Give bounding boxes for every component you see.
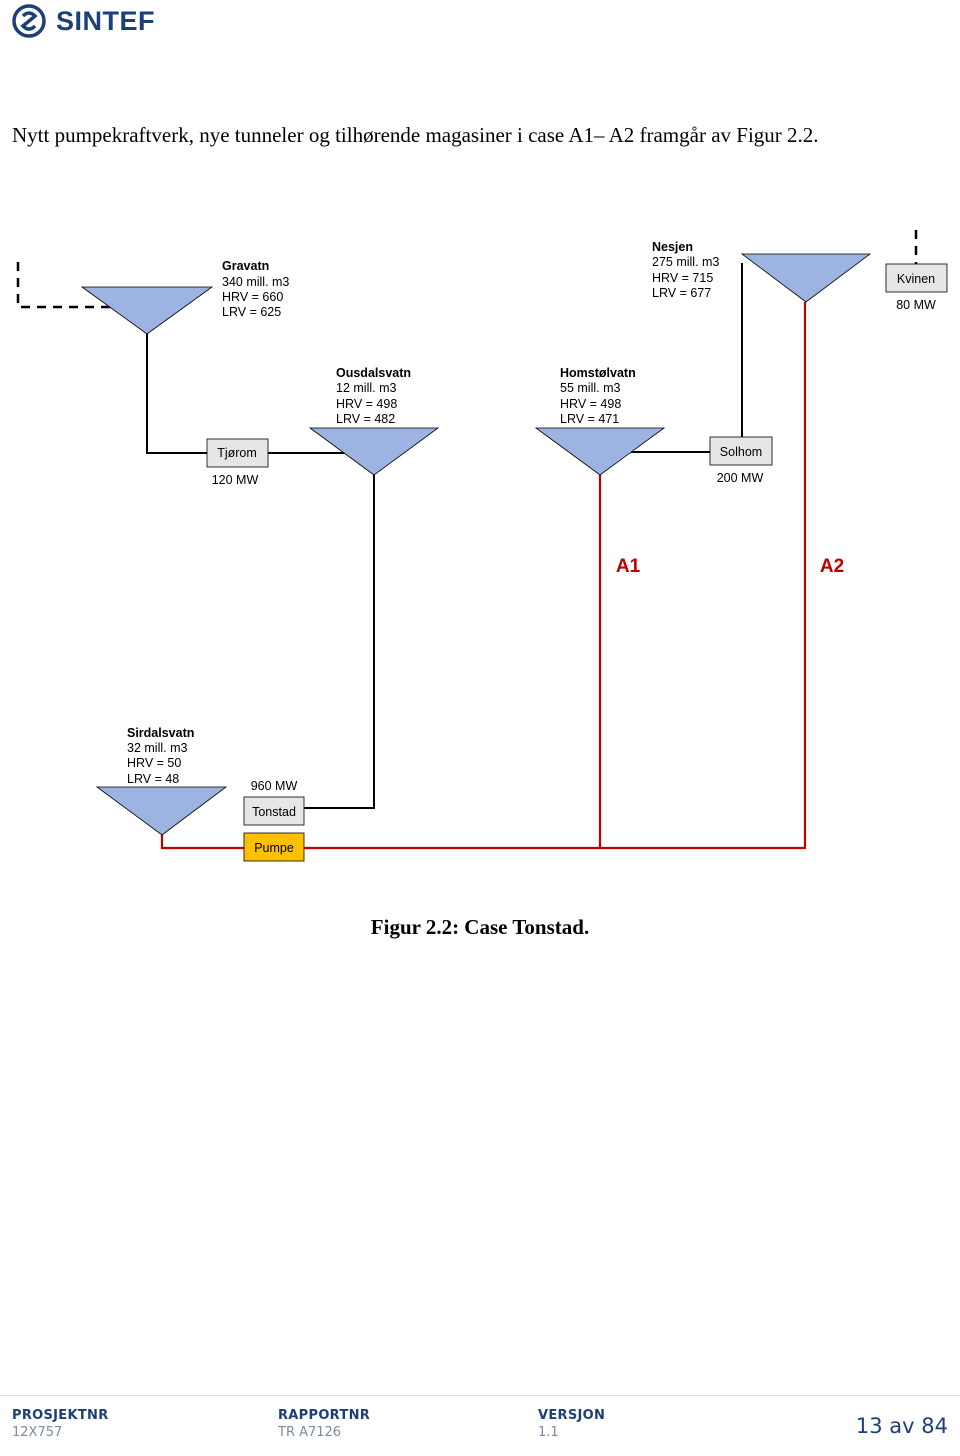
tjorom-name: Tjørom — [217, 446, 257, 460]
tjorom-capacity: 120 MW — [212, 473, 259, 487]
reservoir-sirdalsvatn — [95, 786, 228, 836]
kvinen-capacity: 80 MW — [896, 298, 936, 312]
gravatn-label: Gravatn 340 mill. m3 HRV = 660 LRV = 625 — [222, 259, 289, 319]
station-tjorom: Tjørom 120 MW — [206, 438, 269, 487]
footer-project: PROSJEKTNR 12X757 — [12, 1408, 109, 1440]
project-value: 12X757 — [12, 1425, 63, 1440]
reservoir-gravatn — [80, 286, 214, 335]
figure-caption-text: Figur 2.2: Case Tonstad. — [370, 915, 590, 939]
tunnel-ousdalsvatn-tonstad — [304, 475, 375, 809]
sirdalsvatn-lrv: LRV = 48 — [127, 772, 179, 786]
sintef-logo: SINTEF — [12, 4, 155, 38]
homstolvatn-hrv: HRV = 498 — [560, 397, 621, 411]
gravatn-lrv: LRV = 625 — [222, 305, 281, 319]
gravatn-volume: 340 mill. m3 — [222, 275, 289, 289]
kvinen-name: Kvinen — [897, 272, 935, 286]
nesjen-lrv: LRV = 677 — [652, 286, 711, 300]
pumpe-name: Pumpe — [254, 841, 294, 855]
hydropower-diagram: Gravatn 340 mill. m3 HRV = 660 LRV = 625… — [16, 230, 948, 862]
kvinen-box — [885, 263, 948, 293]
ousdalsvatn-label: Ousdalsvatn 12 mill. m3 HRV = 498 LRV = … — [336, 366, 411, 426]
case-a2-label: A2 — [820, 556, 844, 577]
reservoir-ousdalsvatn — [308, 427, 440, 476]
homstolvatn-volume: 55 mill. m3 — [560, 381, 620, 395]
report-label: RAPPORTNR — [278, 1408, 371, 1423]
report-value: TR A7126 — [278, 1425, 342, 1440]
pumpe-box — [243, 832, 305, 862]
page-number: 13 av 84 — [855, 1414, 948, 1438]
project-label: PROSJEKTNR — [12, 1408, 109, 1423]
solhom-box — [709, 436, 773, 466]
homstolvatn-lrv: LRV = 471 — [560, 412, 619, 426]
gravatn-hrv: HRV = 660 — [222, 290, 283, 304]
version-value: 1.1 — [538, 1425, 559, 1440]
homstolvatn-name: Homstølvatn — [560, 366, 636, 380]
existing-tunnels — [146, 263, 743, 809]
reservoir-nesjen — [740, 253, 872, 303]
ousdalsvatn-volume: 12 mill. m3 — [336, 381, 396, 395]
nesjen-hrv: HRV = 715 — [652, 271, 713, 285]
station-solhom: Solhom 200 MW — [709, 436, 773, 485]
solhom-name: Solhom — [720, 445, 762, 459]
tjorom-box — [206, 438, 269, 468]
inflow-lines — [16, 230, 918, 309]
ousdalsvatn-lrv: LRV = 482 — [336, 412, 395, 426]
nesjen-volume: 275 mill. m3 — [652, 255, 719, 269]
tonstad-capacity: 960 MW — [251, 779, 298, 793]
tunnel-a2 — [304, 302, 807, 850]
sintef-logo-icon — [12, 4, 46, 38]
new-tunnels — [160, 302, 807, 850]
reservoir-shapes — [80, 253, 872, 836]
nesjen-label: Nesjen 275 mill. m3 HRV = 715 LRV = 677 — [652, 240, 719, 300]
figure-caption: Figur 2.2: Case Tonstad. — [0, 915, 960, 940]
station-kvinen: Kvinen 80 MW — [885, 263, 948, 312]
tonstad-name: Tonstad — [252, 805, 296, 819]
tonstad-box — [243, 796, 305, 826]
station-pumpe: Pumpe — [243, 832, 305, 862]
logo-text: SINTEF — [56, 5, 156, 36]
sirdalsvatn-volume: 32 mill. m3 — [127, 741, 187, 755]
gravatn-name: Gravatn — [222, 259, 269, 273]
footer-version: VERSJON 1.1 — [538, 1408, 605, 1440]
page-footer: PROSJEKTNR 12X757 RAPPORTNR TR A7126 VER… — [0, 1395, 960, 1456]
tunnel-gravatn-tjorom — [146, 333, 207, 454]
intro-text: Nytt pumpekraftverk, nye tunneler og til… — [12, 123, 819, 147]
case-a1-label: A1 — [616, 556, 641, 577]
ousdalsvatn-name: Ousdalsvatn — [336, 366, 411, 380]
homstolvatn-label: Homstølvatn 55 mill. m3 HRV = 498 LRV = … — [560, 366, 636, 426]
tunnel-sirdalsvatn-pumpe — [160, 835, 244, 850]
solhom-capacity: 200 MW — [717, 471, 764, 485]
sirdalsvatn-hrv: HRV = 50 — [127, 756, 181, 770]
reservoir-homstolvatn — [534, 427, 666, 476]
station-tonstad: 960 MW Tonstad — [243, 779, 305, 826]
sirdalsvatn-name: Sirdalsvatn — [127, 726, 194, 740]
footer-report: RAPPORTNR TR A7126 — [278, 1408, 370, 1440]
version-label: VERSJON — [538, 1408, 606, 1423]
ousdalsvatn-hrv: HRV = 498 — [336, 397, 397, 411]
nesjen-name: Nesjen — [652, 240, 693, 254]
sirdalsvatn-label: Sirdalsvatn 32 mill. m3 HRV = 50 LRV = 4… — [127, 726, 194, 786]
